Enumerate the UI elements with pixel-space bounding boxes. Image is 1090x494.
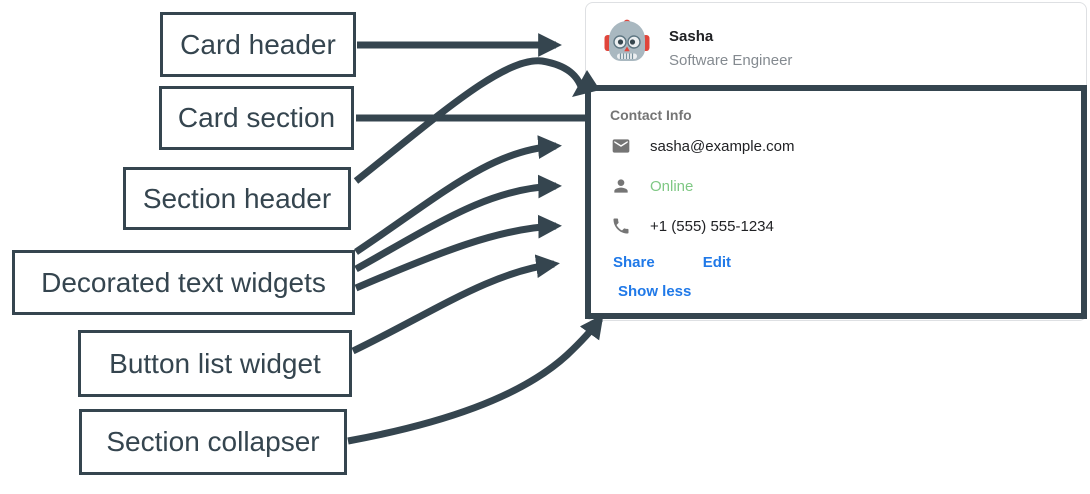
card-subtitle: Software Engineer xyxy=(669,52,793,69)
arrow-section-header xyxy=(353,57,587,184)
person-icon xyxy=(614,179,628,193)
button-list: Share Edit xyxy=(613,254,731,271)
card-title: Sasha xyxy=(669,28,714,45)
label-card-header: Card header xyxy=(160,12,356,77)
phone-text: +1 (555) 555-1234 xyxy=(650,217,774,235)
arrow-section-collapser xyxy=(347,314,604,445)
status-text: Online xyxy=(650,177,694,195)
arrow-decorated-1 xyxy=(354,135,562,255)
label-section-collapser: Section collapser xyxy=(79,409,347,475)
contact-card: Sasha Software Engineer xyxy=(585,2,1087,321)
decorated-text-phone: +1 (555) 555-1234 xyxy=(610,216,774,236)
section-header: Contact Info xyxy=(610,107,692,123)
label-button-list-widget: Button list widget xyxy=(78,330,352,397)
share-button[interactable]: Share xyxy=(613,254,655,271)
robot-avatar-icon xyxy=(604,19,650,61)
email-icon xyxy=(612,139,630,153)
card-section: Contact Info sasha@example.com Online +1… xyxy=(585,85,1087,319)
decorated-text-email: sasha@example.com xyxy=(610,136,794,156)
label-decorated-text-widgets: Decorated text widgets xyxy=(12,250,355,315)
arrow-button-list xyxy=(351,254,560,355)
arrow-decorated-2 xyxy=(354,174,562,273)
arrowhead-section-header xyxy=(572,70,600,97)
decorated-text-status: Online xyxy=(610,176,693,196)
label-card-section: Card section xyxy=(159,86,354,150)
label-section-header: Section header xyxy=(123,167,351,230)
section-collapser[interactable]: Show less xyxy=(618,283,692,300)
phone-icon xyxy=(613,218,629,234)
edit-button[interactable]: Edit xyxy=(702,254,732,271)
email-text: sasha@example.com xyxy=(650,137,795,155)
arrow-decorated-3 xyxy=(354,214,562,292)
